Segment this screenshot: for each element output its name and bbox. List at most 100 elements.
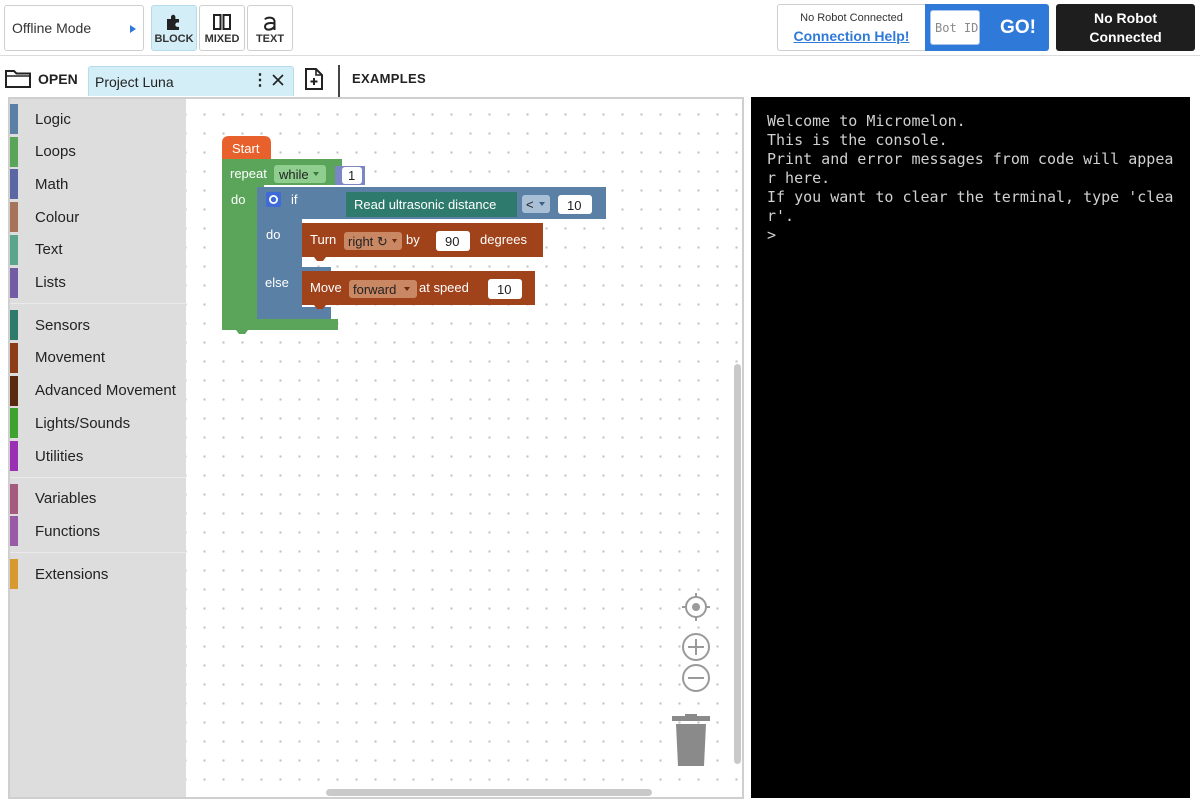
turn-direction-dropdown[interactable] [344, 232, 402, 250]
category-color-swatch [10, 408, 18, 439]
category-color-swatch [10, 483, 18, 514]
turn-value: 90 [445, 234, 459, 249]
view-mixed-button[interactable]: MIXED [199, 5, 245, 51]
chevron-down-icon [392, 239, 397, 243]
turn-block[interactable]: Turn right ↻ by 90 degrees [302, 223, 543, 261]
toolbox-category-label: Functions [35, 522, 101, 540]
compare-op-value: < [526, 197, 534, 212]
trash-icon[interactable] [670, 714, 712, 773]
connection-help-link[interactable]: Connection Help! [793, 28, 910, 44]
repeat-value: 1 [348, 168, 355, 183]
toolbox-category-functions[interactable]: Functions [10, 515, 186, 547]
category-color-swatch [10, 169, 18, 200]
close-icon[interactable] [270, 72, 286, 91]
turn-direction-value: right ↻ [348, 234, 388, 249]
toolbox-category-logic[interactable]: Logic [10, 103, 186, 135]
block-program: Start repeat while 1 do [222, 136, 606, 334]
category-color-swatch [10, 136, 18, 167]
view-block-button[interactable]: BLOCK [151, 5, 197, 51]
toolbox-category-sensors[interactable]: Sensors [10, 309, 186, 341]
chevron-down-icon [539, 202, 545, 206]
horizontal-scrollbar[interactable] [326, 789, 652, 796]
caret-right-icon [130, 25, 136, 33]
start-block[interactable]: Start [222, 136, 271, 159]
bot-id-input[interactable] [930, 10, 980, 45]
block-canvas[interactable]: Start repeat while 1 do [186, 99, 742, 797]
mode-select[interactable]: Offline Mode [4, 5, 144, 51]
letter-a-icon [248, 11, 292, 33]
toolbox-category-lights-sounds[interactable]: Lights/Sounds [10, 407, 186, 439]
repeat-mode-dropdown[interactable] [274, 165, 326, 183]
move-speed-value: 10 [497, 282, 511, 297]
if-do-label: do [266, 227, 280, 242]
go-button[interactable]: GO! [987, 4, 1049, 51]
toolbox-category-lists[interactable]: Lists [10, 267, 186, 299]
if-label: if [291, 192, 298, 207]
kebab-menu-icon[interactable]: ⋮ [252, 72, 268, 89]
toolbox-category-label: Sensors [35, 316, 91, 334]
repeat-do-label: do [231, 192, 245, 207]
toolbox-category-label: Colour [35, 208, 80, 226]
open-button[interactable]: OPEN [4, 63, 78, 95]
move-speed-label: at speed [419, 280, 469, 295]
gear-icon[interactable] [266, 192, 281, 207]
toolbox-category-movement[interactable]: Movement [10, 342, 186, 374]
turn-value-field[interactable] [436, 231, 470, 251]
toolbox-category-colour[interactable]: Colour [10, 201, 186, 233]
toolbox-category-label: Movement [35, 349, 106, 367]
repeat-value-field[interactable] [342, 167, 362, 184]
if-else-block[interactable]: if do else [257, 187, 331, 319]
compare-value-field[interactable] [558, 195, 592, 214]
toolbox-category-utilities[interactable]: Utilities [10, 440, 186, 472]
mode-select-value: Offline Mode [12, 20, 92, 36]
toolbox-category-text[interactable]: Text [10, 234, 186, 266]
new-file-icon[interactable] [303, 67, 325, 96]
toolbox-category-label: Variables [35, 490, 97, 508]
toolbox-category-label: Lists [35, 274, 66, 291]
category-color-swatch [10, 559, 18, 590]
console-line: This is the console. [767, 131, 948, 149]
compare-op-dropdown[interactable] [522, 195, 550, 213]
tab-divider [338, 65, 340, 97]
toolbox-category-label: Math [35, 175, 69, 193]
toolbox-category-advanced-movement[interactable]: Advanced Movement [10, 375, 186, 407]
console-line: If you want to clear the terminal, type … [767, 188, 1174, 225]
move-direction-dropdown[interactable] [349, 280, 417, 298]
toolbox-category-variables[interactable]: Variables [10, 483, 186, 515]
repeat-while-block[interactable]: repeat while 1 do [222, 159, 365, 334]
view-text-button[interactable]: TEXT [247, 5, 293, 51]
toolbox-category-extensions[interactable]: Extensions [10, 558, 186, 590]
move-speed-field[interactable] [488, 279, 522, 299]
connection-box: No Robot Connected Connection Help! [777, 4, 925, 51]
console-scrollbar[interactable] [1190, 97, 1200, 798]
zoom-out-icon[interactable] [681, 663, 711, 698]
folder-icon [4, 67, 32, 92]
tab-project[interactable]: Project Luna ⋮ [88, 66, 294, 96]
start-block-shape [222, 136, 271, 159]
toolbox-category-math[interactable]: Math [10, 168, 186, 200]
ultrasonic-sensor-block[interactable]: Read ultrasonic distance [346, 192, 517, 217]
split-columns-icon [200, 11, 244, 33]
chevron-down-icon [404, 287, 410, 291]
turn-label: Turn [310, 232, 336, 247]
vertical-scrollbar[interactable] [734, 364, 741, 764]
console-output[interactable]: Welcome to Micromelon.This is the consol… [751, 97, 1190, 798]
category-color-swatch [10, 375, 18, 406]
repeat-block-shape [222, 159, 342, 330]
top-bar: Offline Mode BLOCK MIXED TEXT No Robot C… [0, 0, 1200, 56]
toolbox-category-label: Logic [35, 110, 71, 128]
examples-button[interactable]: EXAMPLES [352, 71, 426, 86]
move-block[interactable]: Move forward at speed 10 [302, 271, 535, 309]
move-label: Move [310, 280, 342, 295]
console-line: > [767, 226, 777, 244]
toolbox-category-loops[interactable]: Loops [10, 136, 186, 168]
turn-block-notch [314, 257, 326, 261]
zoom-in-icon[interactable] [681, 632, 711, 667]
sensor-block-shape [346, 192, 517, 217]
toolbox-separator [10, 476, 186, 478]
recenter-icon[interactable] [681, 592, 711, 627]
toolbox-category-label: Loops [35, 143, 76, 161]
sensor-label: Read ultrasonic distance [354, 197, 496, 212]
